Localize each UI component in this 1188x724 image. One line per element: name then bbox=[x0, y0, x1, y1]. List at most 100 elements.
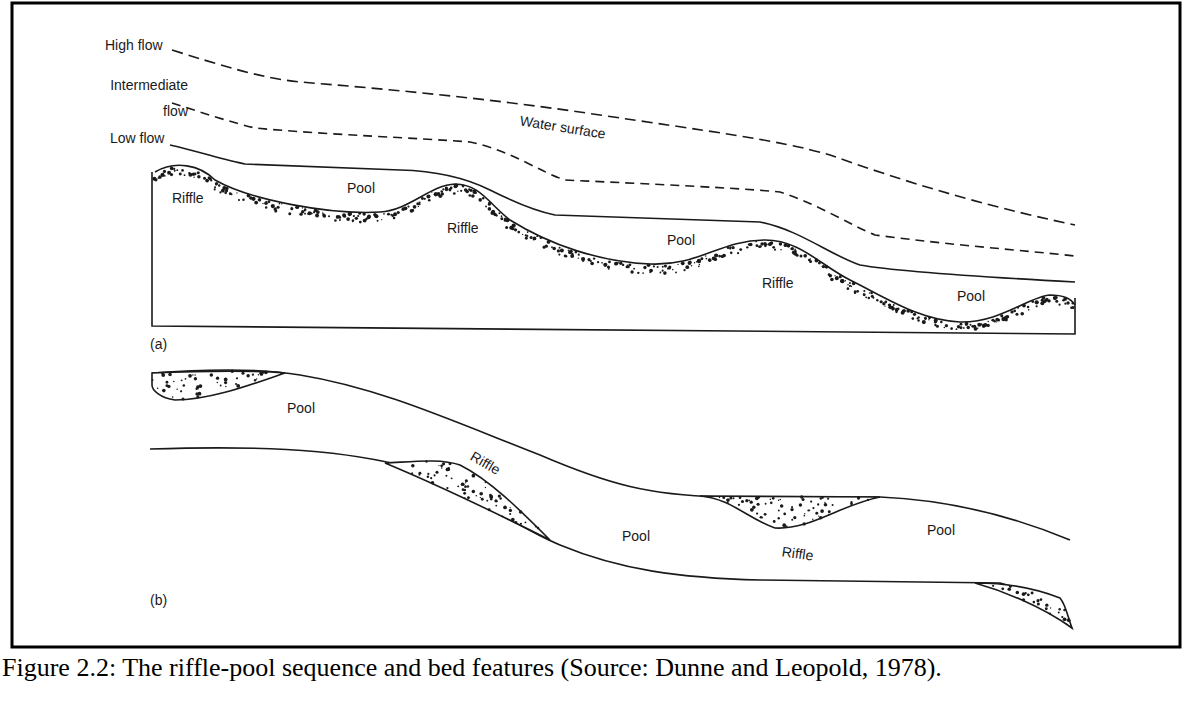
gravel-dot bbox=[1036, 305, 1038, 307]
gravel-dot bbox=[970, 324, 972, 326]
gravel-dot bbox=[196, 395, 199, 398]
gravel-dot bbox=[1066, 301, 1069, 304]
gravel-dot bbox=[653, 265, 655, 267]
gravel-dot bbox=[804, 513, 805, 514]
gravel-dot bbox=[334, 219, 337, 222]
gravel-dot bbox=[771, 241, 773, 243]
gravel-dot bbox=[1071, 306, 1074, 309]
gravel-dot bbox=[847, 284, 849, 286]
gravel-dot bbox=[812, 518, 813, 519]
gravel-dot bbox=[498, 212, 500, 214]
gravel-dot bbox=[791, 506, 793, 508]
gravel-dot bbox=[199, 384, 203, 388]
flow-stage-label: Low flow bbox=[108, 130, 166, 146]
panel-letter: (a) bbox=[148, 336, 169, 352]
gravel-dot bbox=[1028, 309, 1030, 311]
gravel-dot bbox=[1061, 616, 1063, 618]
gravel-dot bbox=[936, 325, 939, 328]
gravel-dot bbox=[906, 309, 910, 313]
gravel-dot bbox=[872, 297, 874, 299]
bedform-label: Pool bbox=[620, 528, 652, 544]
gravel-dot bbox=[706, 258, 708, 260]
gravel-dot bbox=[411, 464, 415, 468]
gravel-dot bbox=[479, 492, 483, 496]
gravel-dot bbox=[888, 303, 891, 306]
gravel-dot bbox=[819, 516, 822, 519]
gravel-dot bbox=[157, 387, 159, 389]
gravel-dot bbox=[510, 507, 511, 508]
gravel-dot bbox=[453, 192, 456, 195]
gravel-dot bbox=[780, 243, 782, 245]
gravel-dot bbox=[214, 188, 216, 190]
gravel-dot bbox=[383, 213, 385, 215]
gravel-dot bbox=[172, 396, 174, 398]
gravel-dot bbox=[854, 291, 857, 294]
gravel-dot bbox=[783, 513, 786, 516]
gravel-dot bbox=[413, 205, 417, 209]
gravel-dot bbox=[756, 244, 759, 247]
gravel-dot bbox=[536, 235, 538, 237]
gravel-dot bbox=[832, 504, 834, 506]
flow-stage-label: Intermediate flow bbox=[88, 72, 190, 124]
gravel-dot bbox=[803, 254, 807, 258]
gravel-dot bbox=[469, 189, 471, 191]
gravel-dot bbox=[884, 301, 887, 304]
gravel-dot bbox=[170, 173, 173, 176]
gravel-dot bbox=[481, 498, 484, 501]
gravel-dot bbox=[615, 262, 618, 265]
gravel-dot bbox=[461, 482, 465, 486]
gravel-dot bbox=[581, 257, 585, 261]
gravel-dot bbox=[210, 373, 214, 377]
gravel-dot bbox=[358, 212, 361, 215]
gravel-dot bbox=[488, 207, 492, 211]
channel-bank bbox=[150, 448, 1072, 628]
gravel-dot bbox=[460, 190, 462, 192]
gravel-dot bbox=[749, 243, 753, 247]
gravel-dot bbox=[928, 316, 931, 319]
gravel-dot bbox=[764, 244, 767, 247]
gravel-dot bbox=[787, 244, 791, 248]
gravel-dot bbox=[471, 194, 475, 198]
gravel-dot bbox=[526, 235, 528, 237]
gravel-dot bbox=[262, 372, 264, 374]
gravel-dot bbox=[902, 309, 906, 313]
gravel-dot bbox=[239, 199, 240, 200]
figure-caption: Figure 2.2: The riffle-pool sequence and… bbox=[2, 652, 1167, 683]
gravel-dot bbox=[770, 502, 773, 505]
gravel-dot bbox=[500, 217, 503, 220]
gravel-dot bbox=[793, 516, 796, 519]
gravel-dot bbox=[242, 199, 245, 202]
gravel-dot bbox=[488, 203, 491, 206]
gravel-dot bbox=[597, 261, 599, 263]
gravel-dot bbox=[649, 269, 653, 273]
gravel-dot bbox=[824, 503, 828, 507]
gravel-dot bbox=[176, 170, 177, 171]
gravel-dot bbox=[236, 384, 240, 388]
gravel-dot bbox=[1049, 613, 1051, 615]
gravel-dot bbox=[431, 191, 433, 193]
gravel-dot bbox=[770, 498, 772, 500]
gravel-dot bbox=[505, 218, 509, 222]
gravel-dot bbox=[760, 516, 762, 518]
gravel-dot bbox=[637, 272, 639, 274]
gravel-dot bbox=[1027, 306, 1030, 309]
gravel-dot bbox=[230, 369, 233, 372]
gravel-dot bbox=[195, 388, 197, 390]
gravel-dot bbox=[259, 199, 262, 202]
gravel-dot bbox=[262, 203, 263, 204]
gravel-dot bbox=[821, 496, 823, 498]
gravel-dot bbox=[359, 221, 362, 224]
gravel-dot bbox=[983, 323, 987, 327]
gravel-dot bbox=[730, 252, 733, 255]
gravel-dot bbox=[880, 300, 883, 303]
gravel-dot bbox=[722, 254, 726, 258]
gravel-dot bbox=[1036, 599, 1039, 602]
gravel-dot bbox=[748, 499, 750, 501]
gravel-dot bbox=[779, 242, 782, 245]
gravel-dot bbox=[552, 247, 556, 251]
gravel-dot bbox=[218, 184, 221, 187]
gravel-dot bbox=[445, 188, 448, 191]
gravel-dot bbox=[469, 189, 472, 192]
gravel-dot bbox=[490, 498, 493, 501]
gravel-dot bbox=[774, 249, 776, 251]
